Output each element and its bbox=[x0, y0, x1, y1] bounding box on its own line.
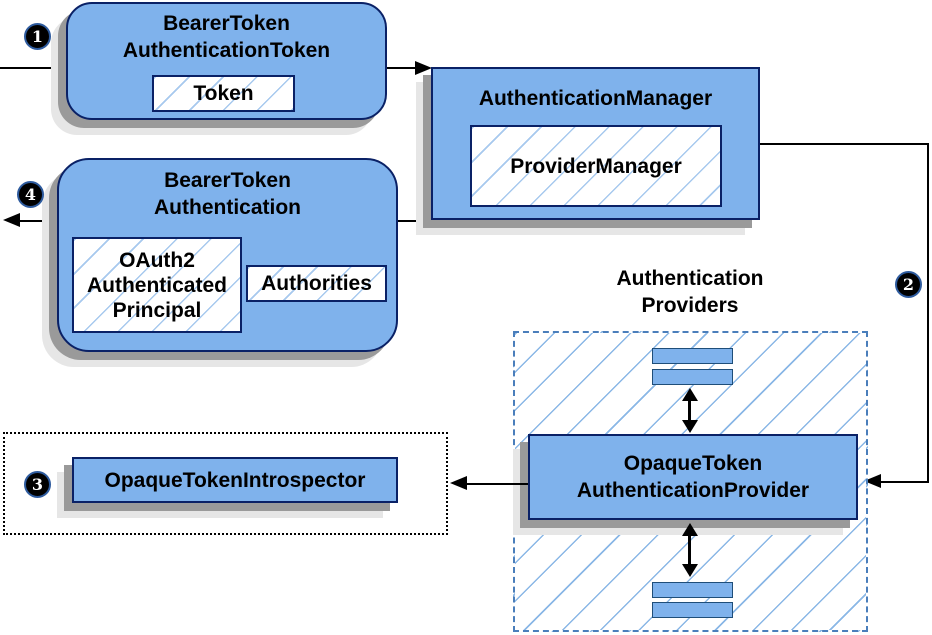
chip-label: ProviderManager bbox=[510, 154, 682, 178]
provider-stack-bar bbox=[652, 602, 733, 618]
double-arrow-icon bbox=[682, 523, 698, 577]
bearer-token-authentication-node: BearerToken Authentication OAuth2 Authen… bbox=[57, 158, 398, 352]
connector-step1-incoming bbox=[0, 67, 66, 69]
double-arrow-icon bbox=[682, 388, 698, 433]
label-line: Authentication bbox=[616, 267, 764, 290]
connector-step4-mid bbox=[398, 220, 431, 222]
arrow-stem bbox=[688, 399, 691, 422]
arrowhead-left-icon bbox=[450, 476, 467, 490]
arrowhead-right-icon bbox=[415, 61, 432, 75]
node-title-line: AuthenticationToken bbox=[122, 39, 331, 62]
step-badge-4: 4 bbox=[17, 181, 44, 208]
provider-stack-bar bbox=[652, 369, 733, 385]
arrowhead-down-icon bbox=[682, 564, 698, 577]
node-title-line: Authentication bbox=[154, 196, 301, 219]
step-badge-2: 2 bbox=[895, 271, 922, 298]
connector-step1 bbox=[385, 67, 415, 69]
node-title-line: BearerToken bbox=[163, 12, 290, 35]
chip-label: Authorities bbox=[261, 272, 372, 295]
node-title: OpaqueTokenIntrospector bbox=[104, 468, 366, 492]
arrowhead-up-icon bbox=[682, 388, 698, 401]
arrowhead-left-icon bbox=[864, 474, 881, 488]
bearer-token-authentication-token-node: BearerToken AuthenticationToken Token bbox=[66, 2, 387, 120]
arrowhead-left-icon bbox=[3, 213, 20, 227]
authentication-providers-region: OpaqueToken AuthenticationProvider bbox=[513, 331, 868, 632]
chip-label-line: Principal bbox=[112, 298, 202, 322]
chip-label-line: Authenticated bbox=[86, 273, 227, 297]
opaque-token-introspector-node: OpaqueTokenIntrospector bbox=[72, 457, 398, 503]
token-chip: Token bbox=[152, 75, 295, 112]
opaque-token-introspector-region: 3 OpaqueTokenIntrospector bbox=[3, 432, 448, 535]
authentication-providers-label: Authentication Providers bbox=[590, 265, 790, 319]
step-badge-3: 3 bbox=[24, 471, 51, 498]
chip-label: Token bbox=[193, 82, 254, 105]
step-number: 1 bbox=[31, 27, 44, 46]
connector-step2-horizontal bbox=[760, 143, 929, 145]
connector-step2-vertical bbox=[927, 143, 929, 483]
arrow-stem bbox=[688, 534, 691, 566]
connector-step3 bbox=[466, 483, 528, 485]
label-line: Providers bbox=[641, 294, 739, 317]
authentication-manager-node: AuthenticationManager ProviderManager bbox=[431, 67, 760, 220]
arrowhead-up-icon bbox=[682, 523, 698, 536]
provider-manager-chip: ProviderManager bbox=[470, 125, 722, 207]
provider-stack-bar bbox=[652, 348, 733, 364]
connector-step4-out bbox=[17, 220, 58, 222]
connector-step2-into-provider bbox=[881, 481, 929, 483]
chip-label-line: OAuth2 bbox=[119, 248, 195, 272]
node-title-line: AuthenticationProvider bbox=[576, 479, 810, 502]
node-title-line: BearerToken bbox=[164, 169, 291, 192]
arrowhead-down-icon bbox=[682, 420, 698, 433]
node-title: AuthenticationManager bbox=[478, 87, 713, 110]
opaque-token-authentication-provider-node: OpaqueToken AuthenticationProvider bbox=[528, 434, 858, 520]
authorities-chip: Authorities bbox=[246, 265, 387, 302]
node-title-line: OpaqueToken bbox=[623, 452, 763, 475]
oauth2-authenticated-principal-chip: OAuth2 Authenticated Principal bbox=[72, 237, 242, 333]
step-badge-1: 1 bbox=[24, 23, 51, 50]
step-number: 3 bbox=[31, 475, 44, 494]
step-number: 2 bbox=[902, 275, 915, 294]
step-number: 4 bbox=[24, 185, 37, 204]
provider-stack-bar bbox=[652, 582, 733, 598]
